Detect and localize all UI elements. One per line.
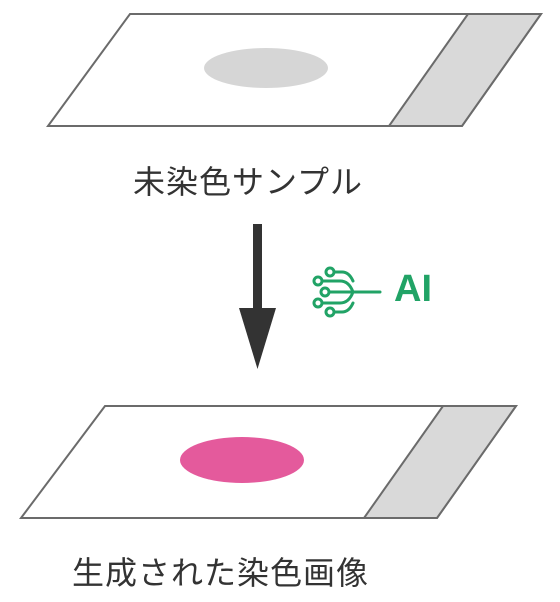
circuit-icon — [312, 266, 382, 318]
unstained-slide-label-area — [387, 13, 543, 127]
ai-label: AI — [394, 268, 432, 310]
arrow-head — [239, 308, 276, 369]
generated-stained-image-caption: 生成された染色画像 — [72, 554, 370, 592]
unstained-sample-caption: 未染色サンプル — [133, 163, 364, 201]
process-arrow — [239, 224, 276, 369]
stained-slide — [19, 405, 518, 519]
stained-slide-label-area — [362, 405, 518, 519]
stained-tissue — [180, 437, 304, 483]
unstained-slide — [46, 13, 543, 127]
unstained-tissue — [204, 48, 328, 88]
arrow-shaft — [253, 224, 262, 314]
